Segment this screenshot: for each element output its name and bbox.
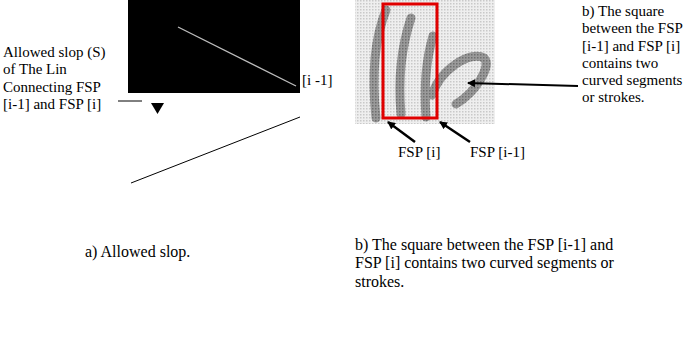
callout-note: Allowed slop (S) of The Lin Connecting F… bbox=[3, 44, 115, 113]
point-label: FSP [i] bbox=[398, 144, 468, 161]
slope-guide-line bbox=[131, 117, 300, 183]
callout-note: b) The square between the FSP [i-1] and … bbox=[582, 3, 695, 107]
index-label: [i -1] bbox=[302, 72, 362, 89]
leader-line bbox=[118, 101, 142, 102]
label-holder: Allowed slop (S) of The Lin Connecting F… bbox=[3, 44, 115, 113]
label-holder: FSP [i] bbox=[398, 144, 468, 161]
caption: b) The square between the FSP [i-1] and … bbox=[355, 236, 640, 291]
leader-arrow bbox=[440, 122, 470, 142]
slope-line bbox=[178, 27, 296, 86]
label-holder: b) The square between the FSP [i-1] and … bbox=[582, 3, 695, 107]
label-holder: FSP [i-1] bbox=[470, 144, 550, 161]
stroke-image bbox=[355, 0, 495, 124]
label-holder: b) The square between the FSP [i-1] and … bbox=[355, 236, 640, 291]
label-holder: a) Allowed slop. bbox=[85, 243, 285, 261]
pointer-triangle bbox=[151, 103, 164, 114]
label-holder: [i -1] bbox=[302, 72, 362, 89]
caption: a) Allowed slop. bbox=[85, 243, 285, 261]
handwritten-strokes bbox=[374, 10, 486, 118]
leader-arrow bbox=[468, 83, 578, 86]
selection-square bbox=[383, 4, 437, 118]
leader-arrow bbox=[388, 122, 415, 142]
black-panel bbox=[128, 0, 300, 93]
point-label: FSP [i-1] bbox=[470, 144, 550, 161]
